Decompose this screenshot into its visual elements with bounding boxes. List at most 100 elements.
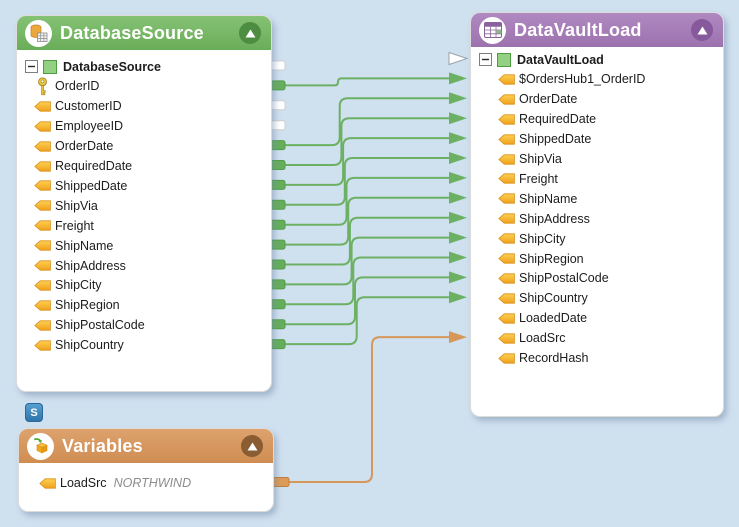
input-arrow-ShipAddress xyxy=(449,211,467,224)
tree-item-variable-LoadSrc[interactable]: LoadSrc NORTHWIND xyxy=(19,473,191,493)
tree-item-ShippedDate[interactable]: ShippedDate xyxy=(17,176,127,196)
field-label: ShipAddress xyxy=(519,211,590,226)
field-icon xyxy=(32,220,52,231)
field-label: RequiredDate xyxy=(519,112,597,127)
mapping-line-OrderID[interactable] xyxy=(285,77,449,87)
field-icon xyxy=(496,153,516,165)
mapping-line-variable-LoadSrc[interactable] xyxy=(289,336,449,483)
tree-item-ShipCountry[interactable]: ShipCountry xyxy=(471,288,588,308)
mapping-line-ShipRegion[interactable] xyxy=(285,256,449,306)
tree-item-ShipName[interactable]: ShipName xyxy=(17,236,113,256)
field-label: LoadSrc xyxy=(60,476,107,490)
root-label: DataVaultLoad xyxy=(517,52,604,67)
mapping-line-ShippedDate[interactable] xyxy=(285,137,449,186)
field-icon xyxy=(32,101,52,112)
field-label: LoadSrc xyxy=(519,331,566,346)
field-icon xyxy=(32,121,52,132)
field-label: OrderDate xyxy=(55,139,114,154)
field-label: OrderID xyxy=(55,79,100,94)
tree-item-$OrdersHub1_OrderID[interactable]: $OrdersHub1_OrderID xyxy=(471,69,645,89)
tree-item-ShipAddress[interactable]: ShipAddress xyxy=(17,256,126,276)
field-icon xyxy=(496,313,516,324)
field-value: NORTHWIND xyxy=(113,476,192,490)
panel-title: DatabaseSource xyxy=(60,22,204,43)
tree-root-data-vault-load[interactable]: DataVaultLoad xyxy=(471,50,604,70)
tree-item-Freight[interactable]: Freight xyxy=(471,169,558,189)
tree-item-RecordHash[interactable]: RecordHash xyxy=(471,348,588,368)
field-icon xyxy=(496,273,516,284)
mapping-line-ShipCity[interactable] xyxy=(285,236,449,286)
field-label: ShipCountry xyxy=(55,338,124,353)
field-label: ShipName xyxy=(55,238,114,253)
tree-item-ShipName[interactable]: ShipName xyxy=(471,189,577,209)
s-badge[interactable]: S xyxy=(25,403,43,422)
database-source-header[interactable]: DatabaseSource xyxy=(17,16,271,50)
tree-item-OrderDate[interactable]: OrderDate xyxy=(17,136,113,156)
tree-item-Freight[interactable]: Freight xyxy=(17,216,94,236)
field-icon xyxy=(496,352,516,364)
mapping-line-RequiredDate[interactable] xyxy=(285,117,449,166)
tree-item-ShipRegion[interactable]: ShipRegion xyxy=(17,295,120,315)
tree-item-ShipCity[interactable]: ShipCity xyxy=(17,275,102,295)
field-icon xyxy=(496,332,516,344)
data-vault-load-header[interactable]: DataVaultLoad xyxy=(471,13,723,47)
tree-item-LoadedDate[interactable]: LoadedDate xyxy=(471,308,587,328)
tree-item-LoadSrc[interactable]: LoadSrc xyxy=(471,328,566,348)
input-arrow-ShipCountry xyxy=(449,291,467,304)
panel-variables[interactable]: Variables LoadSrc NORTHWIND xyxy=(18,428,274,512)
field-label: ShipRegion xyxy=(55,298,120,313)
mapping-line-ShipAddress[interactable] xyxy=(285,216,449,266)
mapping-line-ShipPostalCode[interactable] xyxy=(285,276,449,326)
collapse-toggle-icon[interactable] xyxy=(479,53,492,66)
field-icon xyxy=(496,253,516,264)
input-arrow-$OrdersHub1_OrderID xyxy=(449,72,467,85)
mapping-line-ShipCountry[interactable] xyxy=(285,296,449,346)
field-icon xyxy=(496,133,516,145)
triangle-up-icon xyxy=(697,26,707,34)
key-icon xyxy=(32,77,52,96)
mapping-line-ShipVia[interactable] xyxy=(285,157,449,206)
field-icon xyxy=(496,193,516,204)
tree-item-OrderDate[interactable]: OrderDate xyxy=(471,89,577,109)
tree-root-database-source[interactable]: DatabaseSource xyxy=(17,57,161,77)
collapse-button[interactable] xyxy=(691,19,713,41)
tree-item-ShipCity[interactable]: ShipCity xyxy=(471,229,566,249)
input-arrow-ShipCity xyxy=(449,231,467,244)
tree-item-ShipVia[interactable]: ShipVia xyxy=(471,149,562,169)
tree-item-ShipPostalCode[interactable]: ShipPostalCode xyxy=(471,268,609,288)
tree-item-ShipVia[interactable]: ShipVia xyxy=(17,196,98,216)
collapse-toggle-icon[interactable] xyxy=(25,60,38,73)
tree-item-CustomerID[interactable]: CustomerID xyxy=(17,96,122,116)
tree-item-EmployeeID[interactable]: EmployeeID xyxy=(17,116,123,136)
field-label: ShippedDate xyxy=(519,132,592,147)
input-arrow-root xyxy=(448,51,469,66)
tree-item-ShipCountry[interactable]: ShipCountry xyxy=(17,335,124,355)
mapping-line-ShipName[interactable] xyxy=(285,196,449,246)
triangle-up-icon xyxy=(247,442,257,450)
tree-item-OrderID[interactable]: OrderID xyxy=(17,76,99,96)
tree-item-ShippedDate[interactable]: ShippedDate xyxy=(471,129,591,149)
field-icon xyxy=(496,74,516,85)
field-label: ShipVia xyxy=(55,198,98,213)
collapse-button[interactable] xyxy=(239,22,261,44)
tree-item-ShipRegion[interactable]: ShipRegion xyxy=(471,249,584,269)
tree-item-RequiredDate[interactable]: RequiredDate xyxy=(471,109,596,129)
tree-item-ShipPostalCode[interactable]: ShipPostalCode xyxy=(17,315,145,335)
field-icon xyxy=(32,260,52,271)
mapping-line-Freight[interactable] xyxy=(285,176,449,226)
tree-item-RequiredDate[interactable]: RequiredDate xyxy=(17,156,132,176)
field-label: ShipAddress xyxy=(55,258,126,273)
collapse-button[interactable] xyxy=(241,435,263,457)
input-arrow-LoadSrc xyxy=(449,331,467,344)
field-label: EmployeeID xyxy=(55,119,124,134)
panel-data-vault-load[interactable]: DataVaultLoad DataVaultLoad $OrdersHub1_O… xyxy=(470,12,724,417)
field-icon xyxy=(37,477,57,489)
mapping-line-OrderDate[interactable] xyxy=(285,97,449,147)
field-label: LoadedDate xyxy=(519,311,588,326)
variables-header[interactable]: Variables xyxy=(19,429,273,463)
field-label: $OrdersHub1_OrderID xyxy=(519,72,646,87)
tree-item-ShipAddress[interactable]: ShipAddress xyxy=(471,209,590,229)
field-label: ShipVia xyxy=(519,152,562,166)
